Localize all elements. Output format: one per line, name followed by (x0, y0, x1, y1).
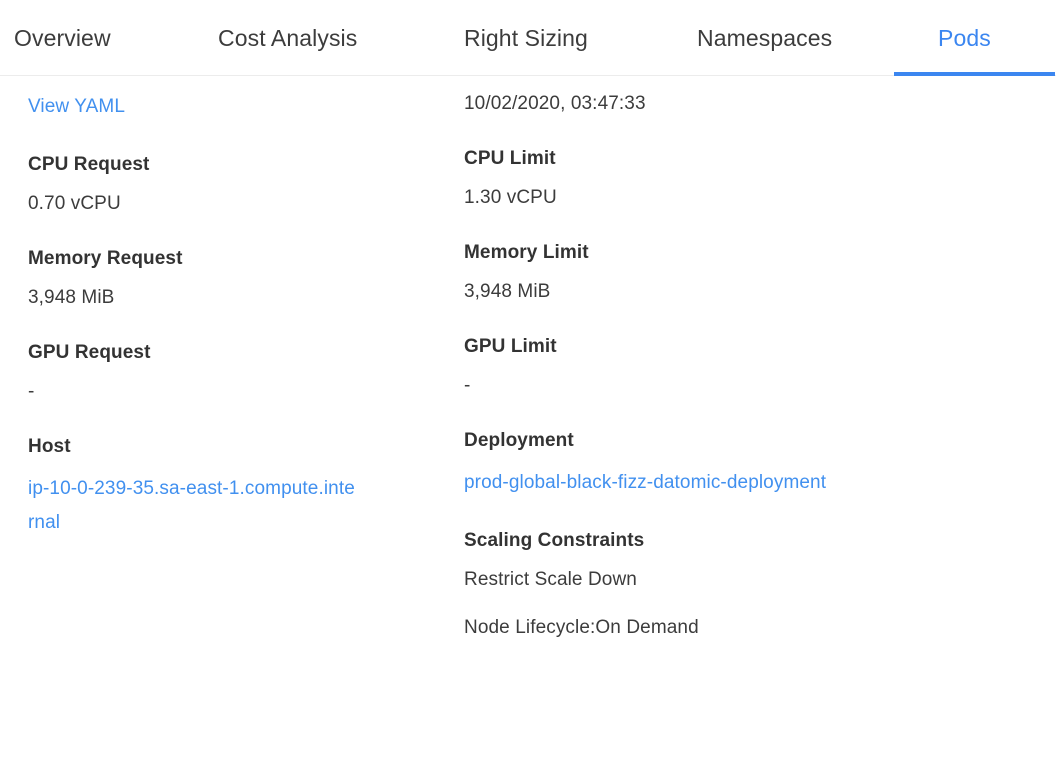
view-yaml-link[interactable]: View YAML (28, 96, 126, 117)
tab-label: Namespaces (697, 24, 833, 51)
field-gpu-limit: GPU Limit - (464, 334, 884, 400)
tab-label: Right Sizing (464, 24, 588, 51)
field-memory-request: Memory Request 3,948 MiB (28, 246, 428, 312)
timestamp-value: 10/02/2020, 03:47:33 (464, 93, 646, 114)
field-host: Host ip-10-0-239-35.sa-east-1.compute.in… (28, 434, 428, 540)
field-memory-limit: Memory Limit 3,948 MiB (464, 240, 884, 306)
cpu-limit-label: CPU Limit (464, 148, 556, 169)
scaling-constraint-item: Node Lifecycle:On Demand (464, 617, 699, 638)
pod-details-panel: View YAML CPU Request 0.70 vCPU Memory R… (0, 76, 1056, 638)
scaling-constraint-item: Restrict Scale Down (464, 569, 637, 590)
tab-cost-analysis[interactable]: Cost Analysis (218, 0, 357, 76)
gpu-limit-value: - (464, 375, 471, 396)
field-timestamp: 10/02/2020, 03:47:33 (464, 90, 884, 118)
field-gpu-request: GPU Request - (28, 340, 428, 406)
cpu-request-value: 0.70 vCPU (28, 193, 121, 214)
tab-label: Pods (938, 24, 991, 51)
memory-limit-label: Memory Limit (464, 242, 589, 263)
field-view-yaml: View YAML (28, 90, 428, 124)
tab-label: Cost Analysis (218, 24, 358, 51)
host-label: Host (28, 436, 71, 457)
memory-limit-value: 3,948 MiB (464, 281, 551, 302)
gpu-limit-label: GPU Limit (464, 336, 557, 357)
deployment-label: Deployment (464, 430, 574, 451)
scaling-constraints-label: Scaling Constraints (464, 530, 645, 551)
details-column-right: 10/02/2020, 03:47:33 CPU Limit 1.30 vCPU… (464, 90, 884, 642)
gpu-request-label: GPU Request (28, 342, 151, 363)
tab-bar: Overview Cost Analysis Right Sizing Name… (0, 0, 1056, 76)
field-scaling-constraints: Scaling Constraints Restrict Scale Down … (464, 528, 884, 642)
memory-request-value: 3,948 MiB (28, 287, 115, 308)
deployment-link[interactable]: prod-global-black-fizz-datomic-deploymen… (464, 472, 827, 493)
active-tab-indicator (894, 72, 1055, 76)
tab-right-sizing[interactable]: Right Sizing (464, 0, 588, 76)
field-cpu-limit: CPU Limit 1.30 vCPU (464, 146, 884, 212)
cpu-request-label: CPU Request (28, 154, 150, 175)
cpu-limit-value: 1.30 vCPU (464, 187, 557, 208)
field-cpu-request: CPU Request 0.70 vCPU (28, 152, 428, 218)
tab-label: Overview (14, 24, 111, 51)
tab-namespaces[interactable]: Namespaces (697, 0, 832, 76)
memory-request-label: Memory Request (28, 248, 183, 269)
tab-overview[interactable]: Overview (14, 0, 111, 76)
tab-pods[interactable]: Pods (894, 0, 1055, 76)
gpu-request-value: - (28, 381, 35, 402)
field-deployment: Deployment prod-global-black-fizz-datomi… (464, 428, 884, 500)
host-link[interactable]: ip-10-0-239-35.sa-east-1.compute.interna… (28, 478, 355, 533)
details-column-left: View YAML CPU Request 0.70 vCPU Memory R… (28, 90, 428, 540)
